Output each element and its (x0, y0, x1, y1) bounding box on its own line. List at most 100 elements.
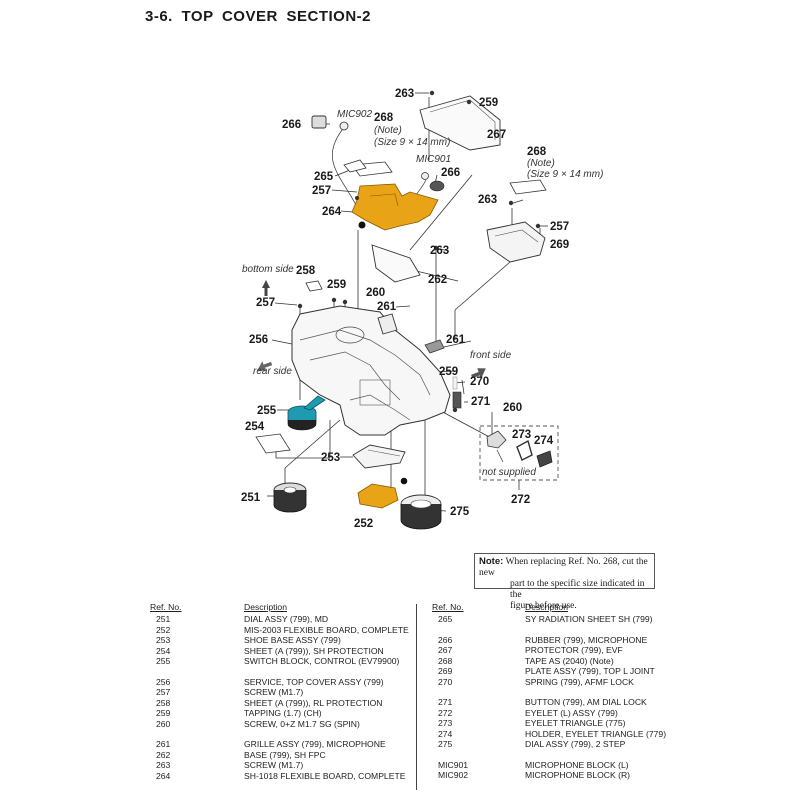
sheet-258 (305, 280, 323, 292)
callout-265: 265 (314, 171, 334, 183)
note-line-3: figure before use. (510, 601, 577, 611)
callout-252: 252 (354, 518, 373, 530)
ref-no: 256 (156, 676, 171, 687)
callout-258: 258 (296, 265, 316, 277)
sheet-254 (255, 433, 291, 454)
ref-no: 273 (438, 718, 453, 728)
ref-no: 275 (438, 739, 453, 749)
description: SCREW (M1.7) (244, 760, 304, 770)
description: GRILLE ASSY (799), MICROPHONE (244, 739, 386, 749)
callout-264: 264 (322, 206, 342, 218)
callout-263: 263 (395, 88, 414, 100)
ref-no: MIC902 (438, 770, 469, 780)
callout-268: 268 (374, 112, 394, 124)
description: DIAL ASSY (799), MD (244, 614, 329, 624)
description: SHEET (A (799)), SH PROTECTION (244, 645, 384, 656)
table-row: 255 SWITCH BLOCK, CONTROL (EV79900) (146, 656, 409, 667)
ref-no: 265 (438, 614, 453, 624)
callout-260b: 260 (503, 402, 522, 414)
ref-no: 266 (438, 634, 453, 645)
leader-lines (267, 92, 548, 512)
callout-251: 251 (241, 492, 261, 504)
description: SPRING (799), AFMF LOCK (525, 676, 634, 687)
callout-256: 256 (249, 334, 268, 346)
description: RUBBER (799), MICROPHONE (525, 634, 648, 645)
callout-259: 259 (479, 97, 498, 109)
description: HOLDER, EYELET TRIANGLE (779) (525, 728, 667, 739)
callout-261: 261 (377, 301, 397, 313)
callout-257b: 257 (550, 221, 569, 233)
description-header: Description (525, 602, 568, 612)
ref-no: 274 (438, 728, 453, 739)
shoe-base-253 (352, 444, 406, 469)
radiation-sheet-265 (343, 159, 367, 173)
callout-261b: 261 (446, 334, 466, 346)
description: SERVICE, TOP COVER ASSY (799) (244, 676, 384, 687)
tape-268-right (509, 179, 547, 195)
exploded-view-diagram: 263 259 267 266 MIC902 268 (Note) (Size … (241, 88, 603, 530)
table-header: Ref. No. Description (146, 602, 409, 614)
note-line-1: When replacing Ref. No. 268, cut the new (479, 557, 648, 578)
description: BUTTON (799), AM DIAL LOCK (525, 697, 647, 707)
callout-mic902: MIC902 (337, 109, 372, 120)
button-271 (452, 391, 462, 409)
description: SY RADIATION SHEET SH (799) (525, 614, 653, 624)
ref-no: 252 (156, 624, 171, 635)
rear-side-arrow-icon (257, 361, 273, 371)
connector-marker-icon-2 (400, 477, 408, 485)
callout-271: 271 (471, 396, 491, 408)
ref-no: 255 (156, 656, 171, 666)
spring-270 (452, 376, 458, 390)
parts-table-right: Ref. No. Description 265 SY RADIATION SHE… (428, 602, 666, 781)
callout-266b: 266 (441, 167, 460, 179)
mic902-capsule (339, 121, 349, 131)
replacement-note: Note: When replacing Ref. No. 268, cut t… (474, 553, 655, 611)
eyelet-triangle-273 (516, 439, 533, 461)
table-row: 251 DIAL ASSY (799), MD (146, 614, 409, 625)
ref-no: 254 (156, 645, 171, 656)
description: TAPPING (1.7) (CH) (244, 708, 322, 718)
top-cover-assy-256 (291, 305, 451, 436)
callout-268b-note: (Note) (527, 158, 555, 169)
note-line-2: part to the specific size indicated in t… (510, 579, 645, 600)
callout-266: 266 (282, 119, 301, 131)
eyelet-272 (486, 430, 507, 449)
ref-no: 269 (438, 666, 453, 676)
table-row: MIC902 MICROPHONE BLOCK (R) (428, 770, 666, 781)
bottom-side-arrow-icon (262, 280, 270, 296)
ref-no: 253 (156, 635, 171, 645)
not-supplied-label: not supplied (482, 467, 536, 478)
description: MICROPHONE BLOCK (L) (525, 759, 629, 770)
callout-268b: 268 (527, 146, 547, 158)
note-label: Note: (479, 556, 504, 567)
ref-no: 260 (156, 718, 171, 729)
description: SWITCH BLOCK, CONTROL (EV79900) (244, 656, 400, 666)
callout-255: 255 (257, 405, 277, 417)
callout-268-note: (Note) (374, 125, 402, 136)
callout-268b-size: (Size 9 × 14 mm) (527, 169, 603, 180)
front-side-arrow-icon (471, 368, 486, 379)
description: MICROPHONE BLOCK (R) (525, 770, 631, 780)
description: SCREW, 0+Z M1.7 SG (SPIN) (244, 718, 360, 729)
table-row: 274 HOLDER, EYELET TRIANGLE (779) (428, 729, 666, 740)
page-title: 3-6. TOP COVER SECTION-2 (145, 8, 371, 25)
description: PLATE ASSY (799), TOP L JOINT (525, 666, 655, 676)
table-header: Ref. No. Description (428, 602, 666, 614)
plate-assy-269 (486, 221, 546, 263)
table-row: 269 PLATE ASSY (799), TOP L JOINT (428, 666, 666, 677)
description: SCREW (M1.7) (244, 687, 304, 697)
ref-no: 251 (156, 614, 171, 624)
callout-257: 257 (312, 185, 331, 197)
description: MIS-2003 FLEXIBLE BOARD, COMPLETE (244, 624, 409, 635)
mic-grille-261-left (377, 313, 398, 335)
table-row: 266 RUBBER (799), MICROPHONE (428, 635, 666, 646)
callout-267: 267 (487, 129, 506, 141)
